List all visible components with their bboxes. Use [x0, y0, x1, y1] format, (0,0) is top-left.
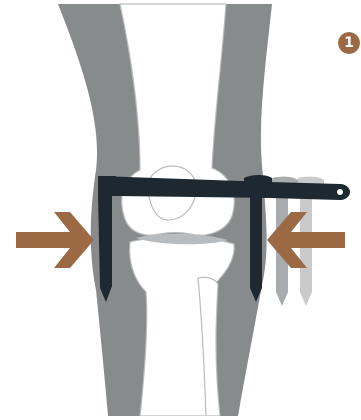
caliper-pivot: [337, 189, 343, 195]
step-badge: 1: [338, 32, 360, 54]
step-number: 1: [338, 32, 360, 54]
arrow-right-icon: [16, 212, 94, 268]
